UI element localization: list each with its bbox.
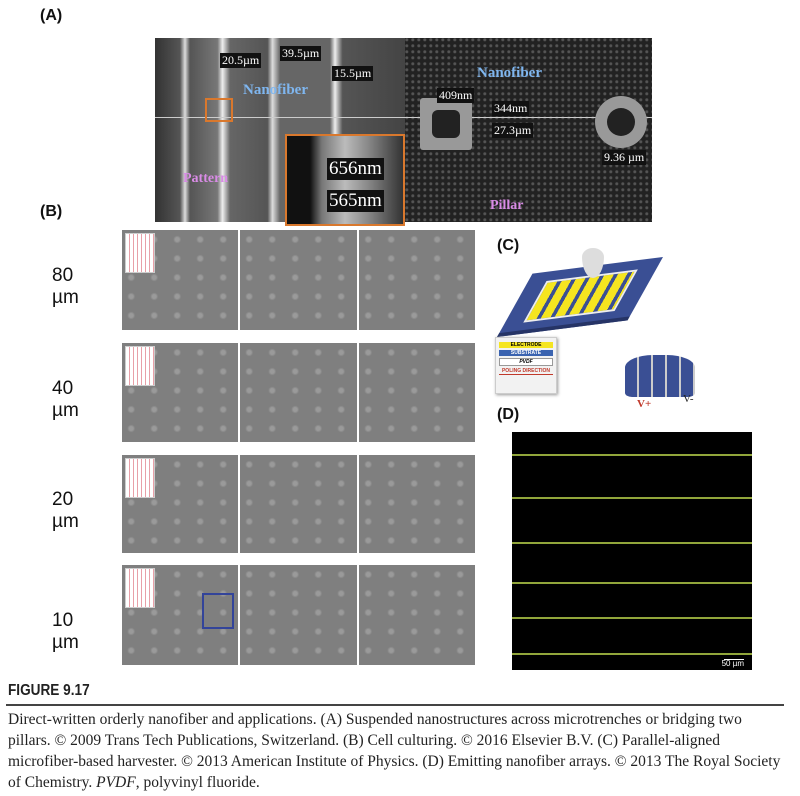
- row-label: 20 µm: [52, 489, 79, 532]
- measure-label: 39.5µm: [280, 46, 322, 61]
- row-label: 40 µm: [52, 378, 79, 421]
- harvester-device-illustration: [497, 240, 670, 340]
- scale-bar-label: 50 µm: [721, 659, 744, 668]
- nanofiber-label-right: Nanofiber: [477, 65, 542, 81]
- row-label: 10 µm: [52, 610, 79, 653]
- v-plus-label: V+: [637, 398, 652, 410]
- measure-label: 565nm: [327, 190, 384, 212]
- measure-label: 409nm: [437, 88, 475, 103]
- legend-poling-direction: POLING DIRECTION: [499, 368, 553, 375]
- v-minus-label: V-: [683, 393, 694, 405]
- panel-a-label: (A): [40, 7, 63, 24]
- measure-label: 9.36 µm: [602, 150, 647, 165]
- pattern-label: Pattern: [183, 171, 229, 186]
- figure-caption: Direct-written orderly nanofiber and app…: [8, 709, 788, 793]
- nanofiber-label-left: Nanofiber: [243, 82, 308, 98]
- legend-pvdf: PVDF: [499, 358, 553, 366]
- panel-d-label: (D): [497, 406, 520, 423]
- caption-italic: PVDF: [96, 774, 136, 791]
- figure-number: FIGURE 9.17: [8, 682, 90, 699]
- panel-a-sem-image: 20.5µm 39.5µm 15.5µm Nanofiber Pattern 6…: [155, 38, 652, 226]
- legend-electrode: ELECTRODE: [499, 342, 553, 348]
- measure-label: 656nm: [327, 158, 384, 180]
- row-label: 80 µm: [52, 265, 79, 308]
- flexible-harvester-illustration: [625, 355, 695, 397]
- measure-label: 344nm: [492, 101, 530, 116]
- legend-substrate: SUBSTRATE: [499, 350, 553, 356]
- pillar-label: Pillar: [490, 198, 524, 213]
- legend-box: ELECTRODE SUBSTRATE PVDF POLING DIRECTIO…: [495, 337, 557, 394]
- measure-label: 20.5µm: [220, 53, 262, 68]
- caption-text: Direct-written orderly nanofiber and app…: [8, 711, 781, 791]
- measure-label: 15.5µm: [332, 66, 374, 81]
- nanofiber-array-image: 50 µm: [512, 432, 752, 670]
- panel-c-label: (C): [497, 237, 520, 254]
- caption-divider: [6, 704, 784, 706]
- panel-b-label: (B): [40, 203, 63, 220]
- caption-text-end: , polyvinyl fluoride.: [135, 774, 260, 791]
- measure-label: 27.3µm: [492, 123, 534, 138]
